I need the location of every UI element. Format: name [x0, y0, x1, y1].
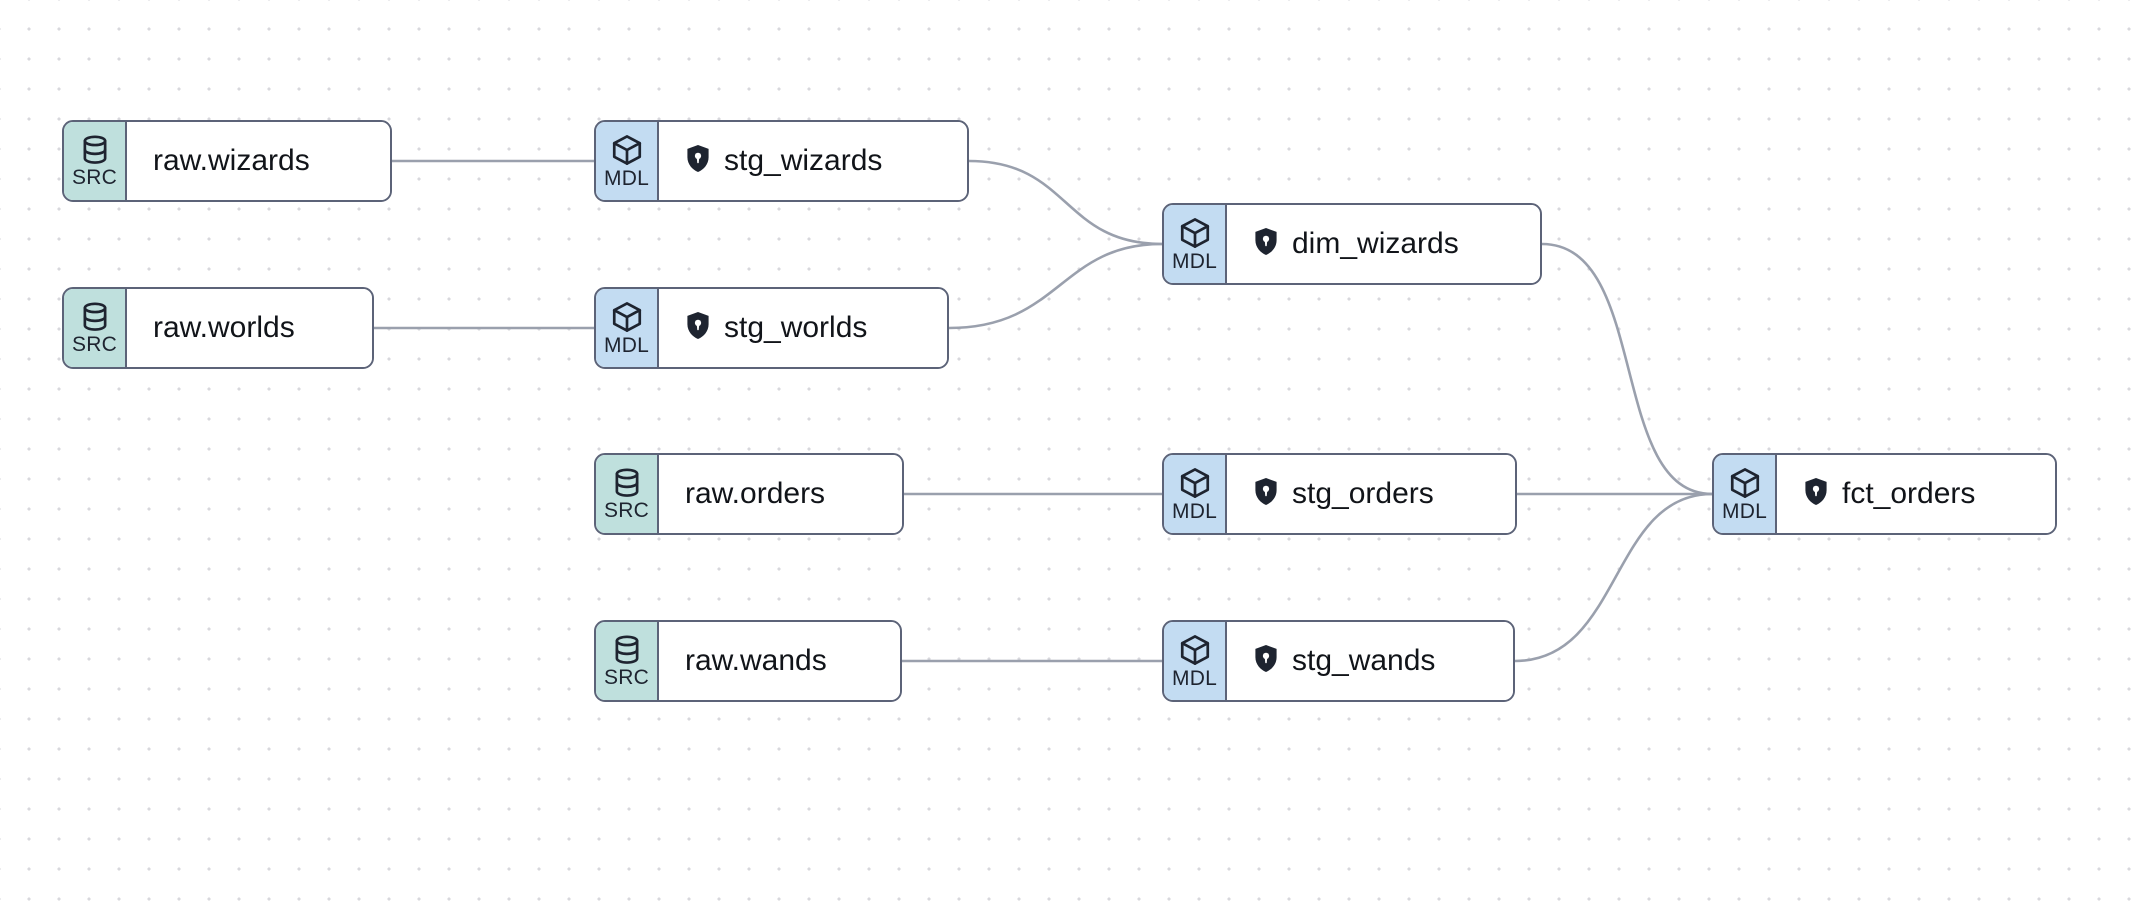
node-type-badge-mdl: MDL [1714, 455, 1777, 533]
node-label: raw.wizards [153, 144, 310, 177]
node-type-label: MDL [1172, 249, 1217, 273]
node-type-badge-mdl: MDL [1164, 622, 1227, 700]
node-type-label: SRC [72, 165, 117, 189]
node-label: stg_wizards [724, 144, 883, 177]
node-label: stg_worlds [724, 311, 868, 344]
node-body: raw.wands [659, 622, 900, 700]
lineage-node-dim_wizards[interactable]: MDL dim_wizards [1162, 203, 1542, 285]
shield-lock-icon [685, 311, 711, 345]
cube-icon [1178, 466, 1212, 500]
node-type-label: SRC [72, 332, 117, 356]
node-type-badge-src: SRC [596, 622, 659, 700]
node-label: dim_wizards [1292, 227, 1459, 260]
node-type-label: SRC [604, 498, 649, 522]
shield-lock-icon [1253, 227, 1279, 261]
lineage-node-raw_worlds[interactable]: SRC raw.worlds [62, 287, 374, 369]
lineage-node-raw_wizards[interactable]: SRC raw.wizards [62, 120, 392, 202]
node-label: fct_orders [1842, 477, 1976, 510]
lineage-node-stg_wands[interactable]: MDL stg_wands [1162, 620, 1515, 702]
shield-lock-icon [685, 144, 711, 178]
lineage-node-stg_worlds[interactable]: MDL stg_worlds [594, 287, 949, 369]
node-type-badge-mdl: MDL [596, 289, 659, 367]
lineage-edge [947, 242, 1164, 330]
shield-lock-icon [1253, 644, 1279, 678]
lineage-node-fct_orders[interactable]: MDL fct_orders [1712, 453, 2057, 535]
node-body: stg_wands [1227, 622, 1513, 700]
node-type-label: SRC [604, 665, 649, 689]
lineage-edge [1513, 492, 1714, 663]
node-label: stg_wands [1292, 644, 1436, 677]
node-body: fct_orders [1777, 455, 2055, 533]
lineage-node-raw_orders[interactable]: SRC raw.orders [594, 453, 904, 535]
node-body: dim_wizards [1227, 205, 1540, 283]
cube-icon [610, 133, 644, 167]
node-label: raw.wands [685, 644, 827, 677]
lineage-edge [1540, 242, 1714, 496]
cube-icon [1178, 216, 1212, 250]
node-body: raw.orders [659, 455, 902, 533]
node-body: raw.wizards [127, 122, 390, 200]
node-label: raw.worlds [153, 311, 295, 344]
node-label: stg_orders [1292, 477, 1434, 510]
node-label: raw.orders [685, 477, 826, 510]
node-type-badge-src: SRC [64, 289, 127, 367]
node-type-label: MDL [1722, 499, 1767, 523]
node-type-badge-src: SRC [596, 455, 659, 533]
lineage-node-stg_orders[interactable]: MDL stg_orders [1162, 453, 1517, 535]
shield-lock-icon [1803, 477, 1829, 511]
database-icon [610, 634, 644, 666]
node-body: raw.worlds [127, 289, 372, 367]
cube-icon [610, 300, 644, 334]
node-type-badge-mdl: MDL [1164, 455, 1227, 533]
node-type-label: MDL [604, 166, 649, 190]
node-body: stg_wizards [659, 122, 967, 200]
database-icon [78, 134, 112, 166]
cube-icon [1728, 466, 1762, 500]
lineage-node-raw_wands[interactable]: SRC raw.wands [594, 620, 902, 702]
node-type-label: MDL [604, 333, 649, 357]
lineage-node-stg_wizards[interactable]: MDL stg_wizards [594, 120, 969, 202]
node-type-label: MDL [1172, 499, 1217, 523]
node-type-badge-mdl: MDL [596, 122, 659, 200]
node-body: stg_worlds [659, 289, 947, 367]
node-body: stg_orders [1227, 455, 1515, 533]
node-type-label: MDL [1172, 666, 1217, 690]
cube-icon [1178, 633, 1212, 667]
database-icon [78, 301, 112, 333]
node-type-badge-mdl: MDL [1164, 205, 1227, 283]
node-type-badge-src: SRC [64, 122, 127, 200]
lineage-edge [967, 159, 1164, 246]
database-icon [610, 467, 644, 499]
shield-lock-icon [1253, 477, 1279, 511]
